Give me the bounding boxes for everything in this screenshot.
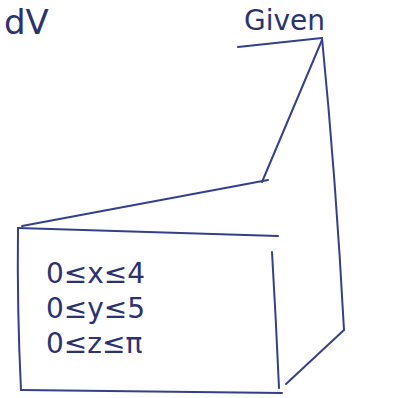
top-face-edge	[22, 180, 268, 226]
front-bottom-edge	[21, 390, 282, 393]
bound-inequality: 0≤z≤π	[46, 326, 146, 361]
bound-inequality: 0≤y≤5	[46, 291, 146, 326]
front-face: 0≤x≤40≤y≤50≤z≤π	[40, 250, 152, 367]
back-right-edge	[322, 38, 344, 330]
back-top-edge	[238, 38, 322, 47]
volume-label: dV	[4, 4, 49, 41]
front-top-edge	[18, 228, 278, 236]
top-right-edge	[262, 40, 322, 182]
bound-inequality: 0≤x≤4	[46, 256, 146, 291]
front-left-edge	[18, 228, 21, 390]
bottom-right-edge	[286, 330, 344, 384]
front-right-edge	[272, 252, 279, 388]
given-label: Given	[244, 6, 325, 37]
